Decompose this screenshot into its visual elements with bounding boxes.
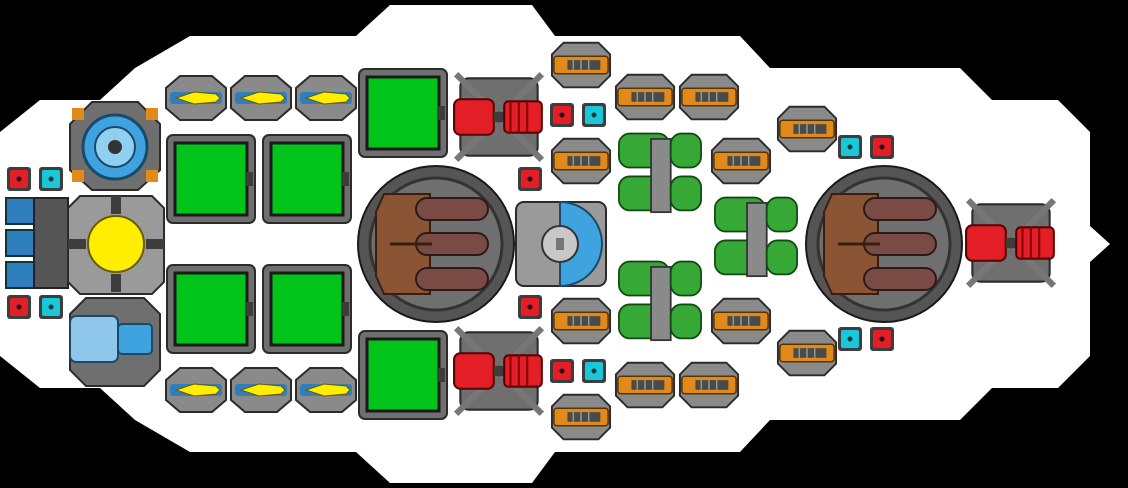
bridge xyxy=(515,200,607,288)
shield-ring xyxy=(69,101,161,191)
core xyxy=(67,195,165,295)
thrusters-top xyxy=(165,75,357,121)
fuel-cells xyxy=(5,167,69,319)
blue-drill xyxy=(69,297,161,387)
thrusters-bottom xyxy=(165,367,357,413)
